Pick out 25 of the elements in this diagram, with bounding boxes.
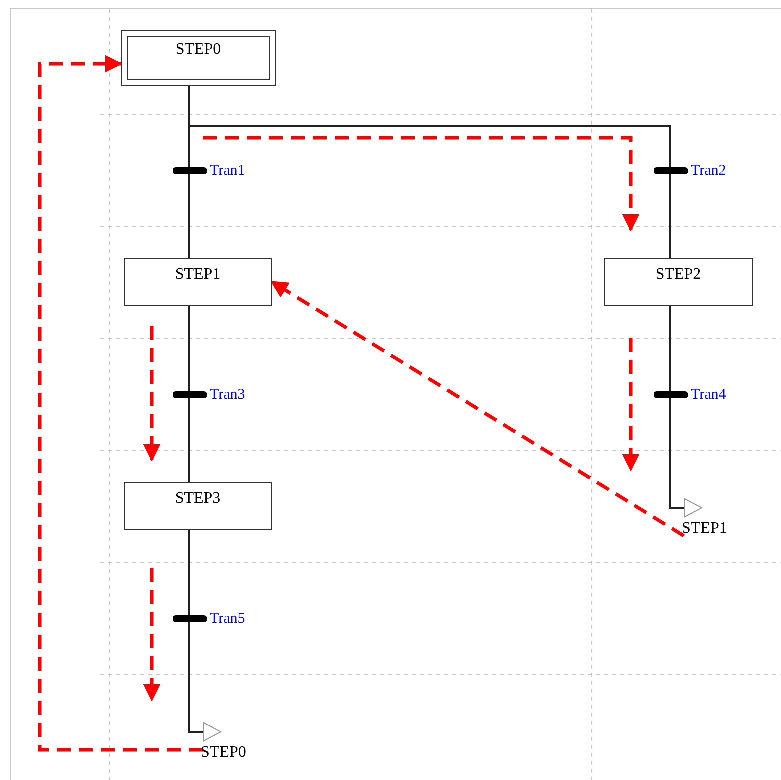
connector-line bbox=[188, 530, 190, 610]
step-name: STEP1 bbox=[175, 266, 221, 283]
transition-label: Tran3 bbox=[210, 386, 246, 404]
connector-line bbox=[188, 306, 190, 386]
connector-line bbox=[188, 180, 190, 258]
flow-arrow bbox=[38, 55, 203, 752]
transition-label: Tran2 bbox=[691, 162, 726, 180]
step-name: STEP2 bbox=[656, 266, 702, 283]
step-box bbox=[604, 258, 753, 306]
step-name: STEP3 bbox=[175, 490, 221, 507]
step-box bbox=[124, 482, 272, 530]
connector-line bbox=[188, 628, 203, 733]
connector-line bbox=[669, 404, 684, 509]
transition-label: Tran1 bbox=[210, 162, 246, 180]
jump-target: STEP1 bbox=[682, 519, 728, 539]
connector-line bbox=[669, 306, 671, 386]
flow-arrow bbox=[270, 280, 685, 538]
jump-target: STEP0 bbox=[201, 743, 246, 763]
transition-label: Tran4 bbox=[691, 386, 726, 404]
initial-step-box bbox=[121, 30, 276, 86]
step-name: STEP0 bbox=[176, 41, 222, 58]
connector-line bbox=[188, 404, 190, 482]
transition-label: Tran5 bbox=[210, 610, 246, 628]
step-box bbox=[124, 258, 272, 306]
connector-line bbox=[669, 180, 671, 258]
